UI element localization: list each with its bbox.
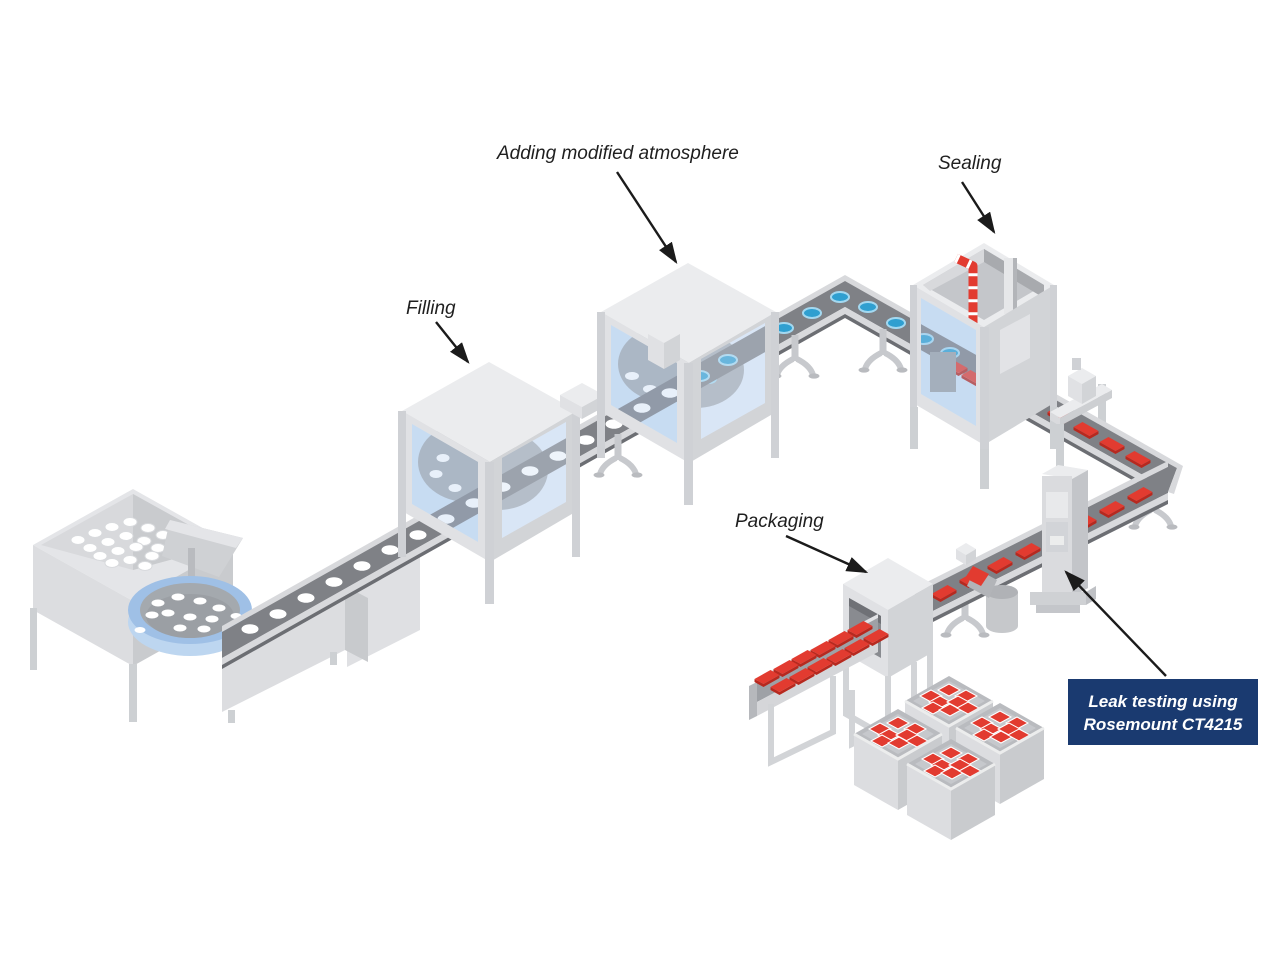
check-gate (1050, 358, 1112, 470)
cup-icon (269, 609, 287, 619)
callout-box (1068, 679, 1258, 745)
sealing-window-contents (921, 298, 976, 426)
bowl-cups (134, 593, 242, 633)
cup-icon (353, 561, 371, 571)
arrow-modified-atmosphere (615, 171, 678, 265)
label-filling: Filling (406, 298, 456, 319)
annotations: Filling Adding modified atmosphere Seali… (406, 143, 1258, 745)
cup-icon (858, 301, 878, 313)
arrow-packaging (785, 534, 869, 574)
leak-testing-callout: Leak testing using Rosemount CT4215 (1064, 570, 1258, 745)
label-sealing: Sealing (938, 153, 1002, 174)
filling-window-right-contents (502, 422, 566, 538)
crates (852, 674, 1046, 842)
bowl-feeder (128, 576, 252, 656)
label-packaging: Packaging (735, 511, 824, 532)
rejected-pack (965, 566, 989, 586)
label-modified-atmosphere: Adding modified atmosphere (496, 143, 739, 164)
output-conveyor-leg (768, 676, 836, 767)
cup-icon (297, 593, 315, 603)
gate-far-post (1098, 384, 1106, 428)
callout-line1: Leak testing using (1088, 692, 1238, 711)
check-gate-box (1068, 358, 1096, 404)
cup-icon (577, 435, 595, 445)
cup-icon (802, 307, 822, 319)
cup-icon (241, 624, 259, 634)
sealing-film-roll (954, 253, 978, 324)
arrow-leak-testing (1064, 570, 1167, 677)
cup-icon (325, 577, 343, 587)
map-corner-box (648, 325, 680, 369)
filling-window-left-contents (412, 424, 478, 542)
sealing-machine (910, 243, 1058, 489)
small-box (956, 543, 976, 565)
feed-chute (162, 520, 243, 600)
cup-icon (830, 291, 850, 303)
filling-machine (398, 362, 604, 604)
reject-bin (956, 543, 1018, 633)
map-window-right-contents (701, 323, 765, 439)
cup-icon (886, 317, 906, 329)
arrow-sealing (960, 181, 996, 235)
hopper-pellets (70, 517, 171, 571)
map-machine (597, 263, 779, 505)
cup-icon (381, 545, 399, 555)
arrow-filling (435, 321, 470, 364)
cup-icon (409, 530, 427, 540)
callout-line2: Rosemount CT4215 (1084, 715, 1243, 734)
